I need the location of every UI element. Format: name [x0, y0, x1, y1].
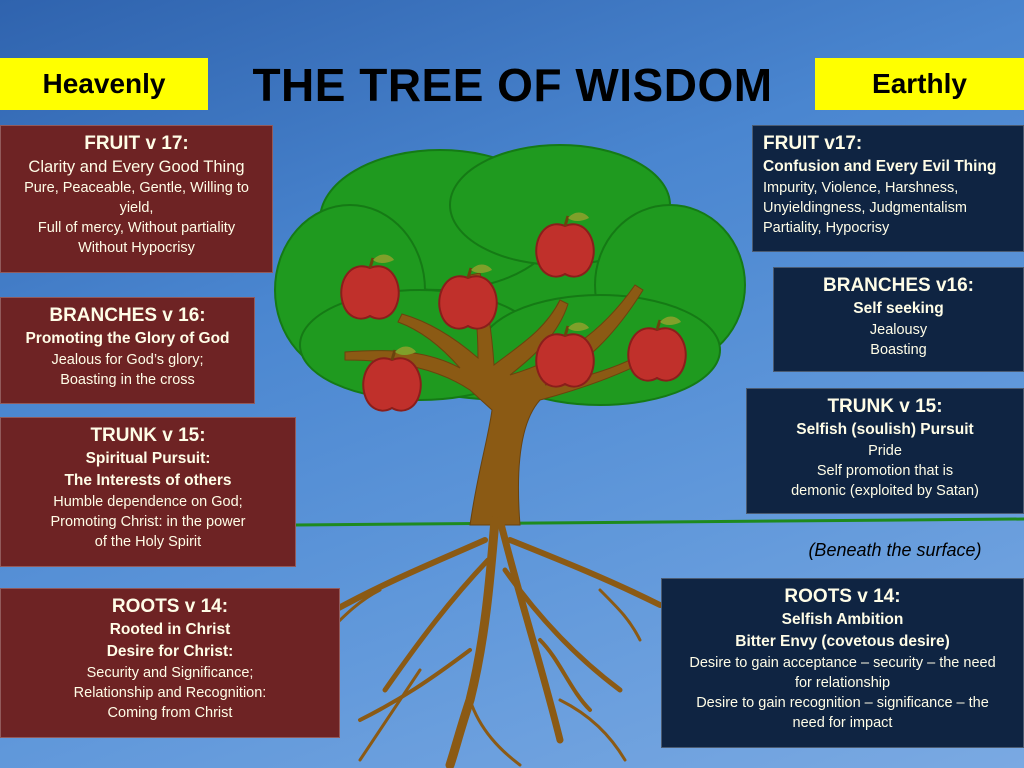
- apple-icon: [438, 264, 498, 330]
- heavenly-roots-heading: ROOTS v 14:: [111, 596, 229, 617]
- heavenly-branches-line: Boasting in the cross: [60, 372, 195, 388]
- apple-icon: [340, 254, 400, 320]
- apples: [340, 212, 687, 412]
- apple-icon: [535, 322, 595, 388]
- heavenly-trunk-box: TRUNK v 15: Spiritual Pursuit: The Inter…: [0, 417, 296, 567]
- heavenly-fruit-heading: FRUIT v 17:: [84, 133, 189, 154]
- heavenly-roots-box: ROOTS v 14: Rooted in Christ Desire for …: [0, 588, 340, 738]
- heavenly-roots-line: Coming from Christ: [107, 705, 233, 721]
- earthly-fruit-line: Unyieldingness, Judgmentalism: [763, 200, 967, 216]
- heavenly-roots-line: Relationship and Recognition:: [73, 685, 267, 701]
- earthly-trunk-box: TRUNK v 15: Selfish (soulish) Pursuit Pr…: [746, 388, 1024, 514]
- heavenly-fruit-main: Clarity and Every Good Thing: [28, 158, 245, 176]
- earthly-roots-line: need for impact: [792, 715, 893, 731]
- earthly-branches-heading: BRANCHES v16:: [823, 275, 974, 296]
- heavenly-trunk-bold: Spiritual Pursuit:: [85, 450, 211, 467]
- earthly-label: Earthly: [815, 58, 1024, 110]
- heavenly-branches-box: BRANCHES v 16: Promoting the Glory of Go…: [0, 297, 255, 404]
- beneath-surface-note: (Beneath the surface): [808, 540, 982, 560]
- heavenly-label: Heavenly: [0, 58, 208, 110]
- heavenly-fruit-line: Pure, Peaceable, Gentle, Willing to: [24, 180, 249, 196]
- heavenly-branches-bold: Promoting the Glory of God: [25, 330, 230, 347]
- earthly-branches-line: Jealousy: [869, 322, 928, 338]
- earthly-fruit-bold: Confusion and Every Evil Thing: [763, 158, 997, 175]
- heavenly-branches-line: Jealous for God’s glory;: [51, 352, 204, 368]
- earthly-roots-line: Desire to gain recognition – significanc…: [696, 695, 989, 711]
- earthly-roots-line: for relationship: [794, 675, 891, 691]
- heavenly-fruit-box: FRUIT v 17: Clarity and Every Good Thing…: [0, 125, 273, 273]
- earthly-roots-line: Desire to gain acceptance – security – t…: [689, 655, 996, 671]
- heavenly-trunk-line: Humble dependence on God;: [53, 494, 243, 510]
- earthly-trunk-bold: Selfish (soulish) Pursuit: [796, 421, 974, 438]
- heavenly-trunk-heading: TRUNK v 15:: [90, 425, 206, 446]
- earthly-trunk-heading: TRUNK v 15:: [827, 396, 943, 417]
- earthly-trunk-line: Pride: [868, 443, 902, 459]
- earthly-fruit-line: Impurity, Violence, Harshness,: [763, 180, 959, 196]
- apple-icon: [535, 212, 595, 278]
- heavenly-fruit-line: Without Hypocrisy: [78, 240, 195, 256]
- earthly-branches-line: Boasting: [870, 342, 927, 358]
- heavenly-fruit-line: yield,: [119, 200, 154, 216]
- earthly-fruit-heading: FRUIT v17:: [763, 133, 863, 154]
- apple-icon: [627, 316, 687, 382]
- earthly-roots-bold: Bitter Envy (covetous desire): [735, 633, 950, 650]
- earthly-roots-bold: Selfish Ambition: [781, 611, 904, 628]
- heavenly-roots-bold: Desire for Christ:: [106, 643, 234, 660]
- heavenly-roots-line: Security and Significance;: [86, 665, 254, 681]
- earthly-roots-heading: ROOTS v 14:: [784, 586, 901, 607]
- ground-line: [294, 517, 1024, 527]
- heavenly-trunk-line: of the Holy Spirit: [94, 534, 202, 550]
- heavenly-trunk-bold: The Interests of others: [64, 472, 232, 489]
- earthly-fruit-box: FRUIT v17: Confusion and Every Evil Thin…: [752, 125, 1024, 252]
- apple-icon: [362, 346, 422, 412]
- heavenly-branches-heading: BRANCHES v 16:: [49, 305, 206, 326]
- earthly-fruit-line: Partiality, Hypocrisy: [763, 220, 890, 236]
- heavenly-roots-bold: Rooted in Christ: [109, 621, 231, 638]
- heavenly-fruit-line: Full of mercy, Without partiality: [37, 220, 236, 236]
- roots: [328, 515, 663, 768]
- heavenly-trunk-line: Promoting Christ: in the power: [50, 514, 246, 530]
- page-title: THE TREE OF WISDOM: [252, 59, 773, 111]
- earthly-roots-box: ROOTS v 14: Selfish Ambition Bitter Envy…: [661, 578, 1024, 748]
- earthly-trunk-line: Self promotion that is: [816, 463, 954, 479]
- earthly-branches-box: BRANCHES v16: Self seeking Jealousy Boas…: [773, 267, 1024, 372]
- earthly-trunk-line: demonic (exploited by Satan): [791, 483, 979, 499]
- earthly-branches-bold: Self seeking: [853, 300, 944, 317]
